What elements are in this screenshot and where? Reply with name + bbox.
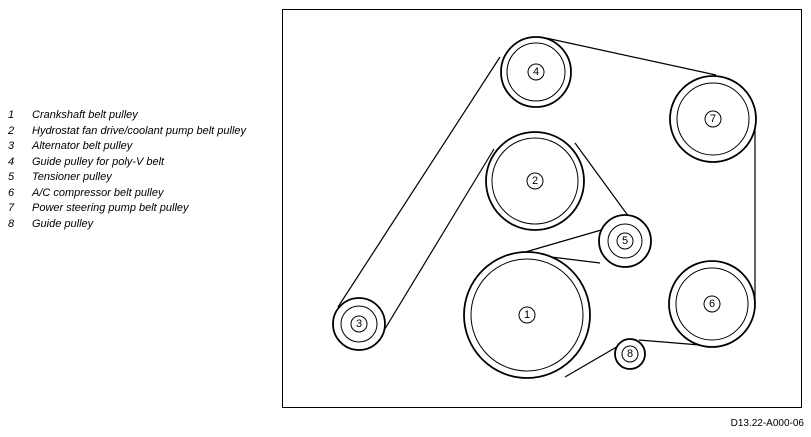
- legend-number: 4: [8, 155, 15, 168]
- belt-segment: [545, 37, 717, 76]
- legend-number: 1: [8, 109, 15, 121]
- legend-item-1: 1 Crankshaft belt pulley: [8, 108, 276, 122]
- legend-text: A/C compressor belt pulley: [32, 186, 164, 199]
- legend-text: Crankshaft belt pulley: [32, 109, 138, 121]
- pulley-2: 2: [485, 131, 585, 231]
- pulley-8: 8: [614, 338, 646, 370]
- pulley-6: 6: [668, 260, 756, 348]
- legend-text: Tensioner pulley: [32, 171, 112, 183]
- pulley-label: 1: [524, 309, 530, 321]
- figure-code: D13.22-A000-06: [730, 418, 804, 429]
- legend-number: 3: [8, 140, 15, 152]
- legend-number: 8: [8, 217, 15, 230]
- legend-number: 2: [8, 124, 15, 137]
- legend-item-6: 6 A/C compressor belt pulley: [8, 186, 276, 200]
- legend-text: Guide pulley for poly-V belt: [32, 155, 165, 168]
- legend-item-2: 2 Hydrostat fan drive/coolant pump belt …: [8, 124, 276, 138]
- legend-number: 5: [8, 171, 15, 183]
- pulley-label: 8: [627, 348, 633, 360]
- legend-text: Power steering pump belt pulley: [32, 202, 189, 214]
- pulley-4: 4: [500, 36, 572, 108]
- pulley-1: 1: [463, 251, 591, 379]
- belt-segment: [564, 344, 621, 378]
- legend-item-8: 8 Guide pulley: [8, 217, 276, 231]
- belt-segment: [574, 142, 630, 218]
- poly-v-belt: [337, 37, 756, 378]
- belt-segment: [521, 225, 616, 254]
- pulley-3: 3: [332, 297, 386, 351]
- pulley-label: 6: [709, 298, 715, 310]
- legend-text: Guide pulley: [32, 217, 94, 230]
- diagram-frame: [282, 9, 802, 408]
- pulley-7: 7: [669, 75, 757, 163]
- legend: 1 Crankshaft belt pulley 2 Hydrostat fan…: [8, 108, 276, 232]
- legend-item-4: 4 Guide pulley for poly-V belt: [8, 155, 276, 169]
- pulley-label: 7: [710, 113, 716, 125]
- legend-text: Alternator belt pulley: [32, 140, 133, 152]
- pulley-label: 4: [533, 66, 539, 78]
- legend-number: 7: [8, 202, 15, 214]
- legend-item-5: 5 Tensioner pulley: [8, 170, 276, 184]
- legend-item-3: 3 Alternator belt pulley: [8, 139, 276, 153]
- legend-item-7: 7 Power steering pump belt pulley: [8, 201, 276, 215]
- belt-segment: [337, 56, 501, 308]
- pulley-label: 2: [532, 175, 538, 187]
- belt-segment: [379, 148, 495, 338]
- legend-number: 6: [8, 186, 15, 199]
- pulley-label: 5: [622, 235, 628, 247]
- pulley-label: 3: [356, 318, 362, 330]
- legend-text: Hydrostat fan drive/coolant pump belt pu…: [32, 124, 247, 137]
- pulley-5: 5: [598, 214, 652, 268]
